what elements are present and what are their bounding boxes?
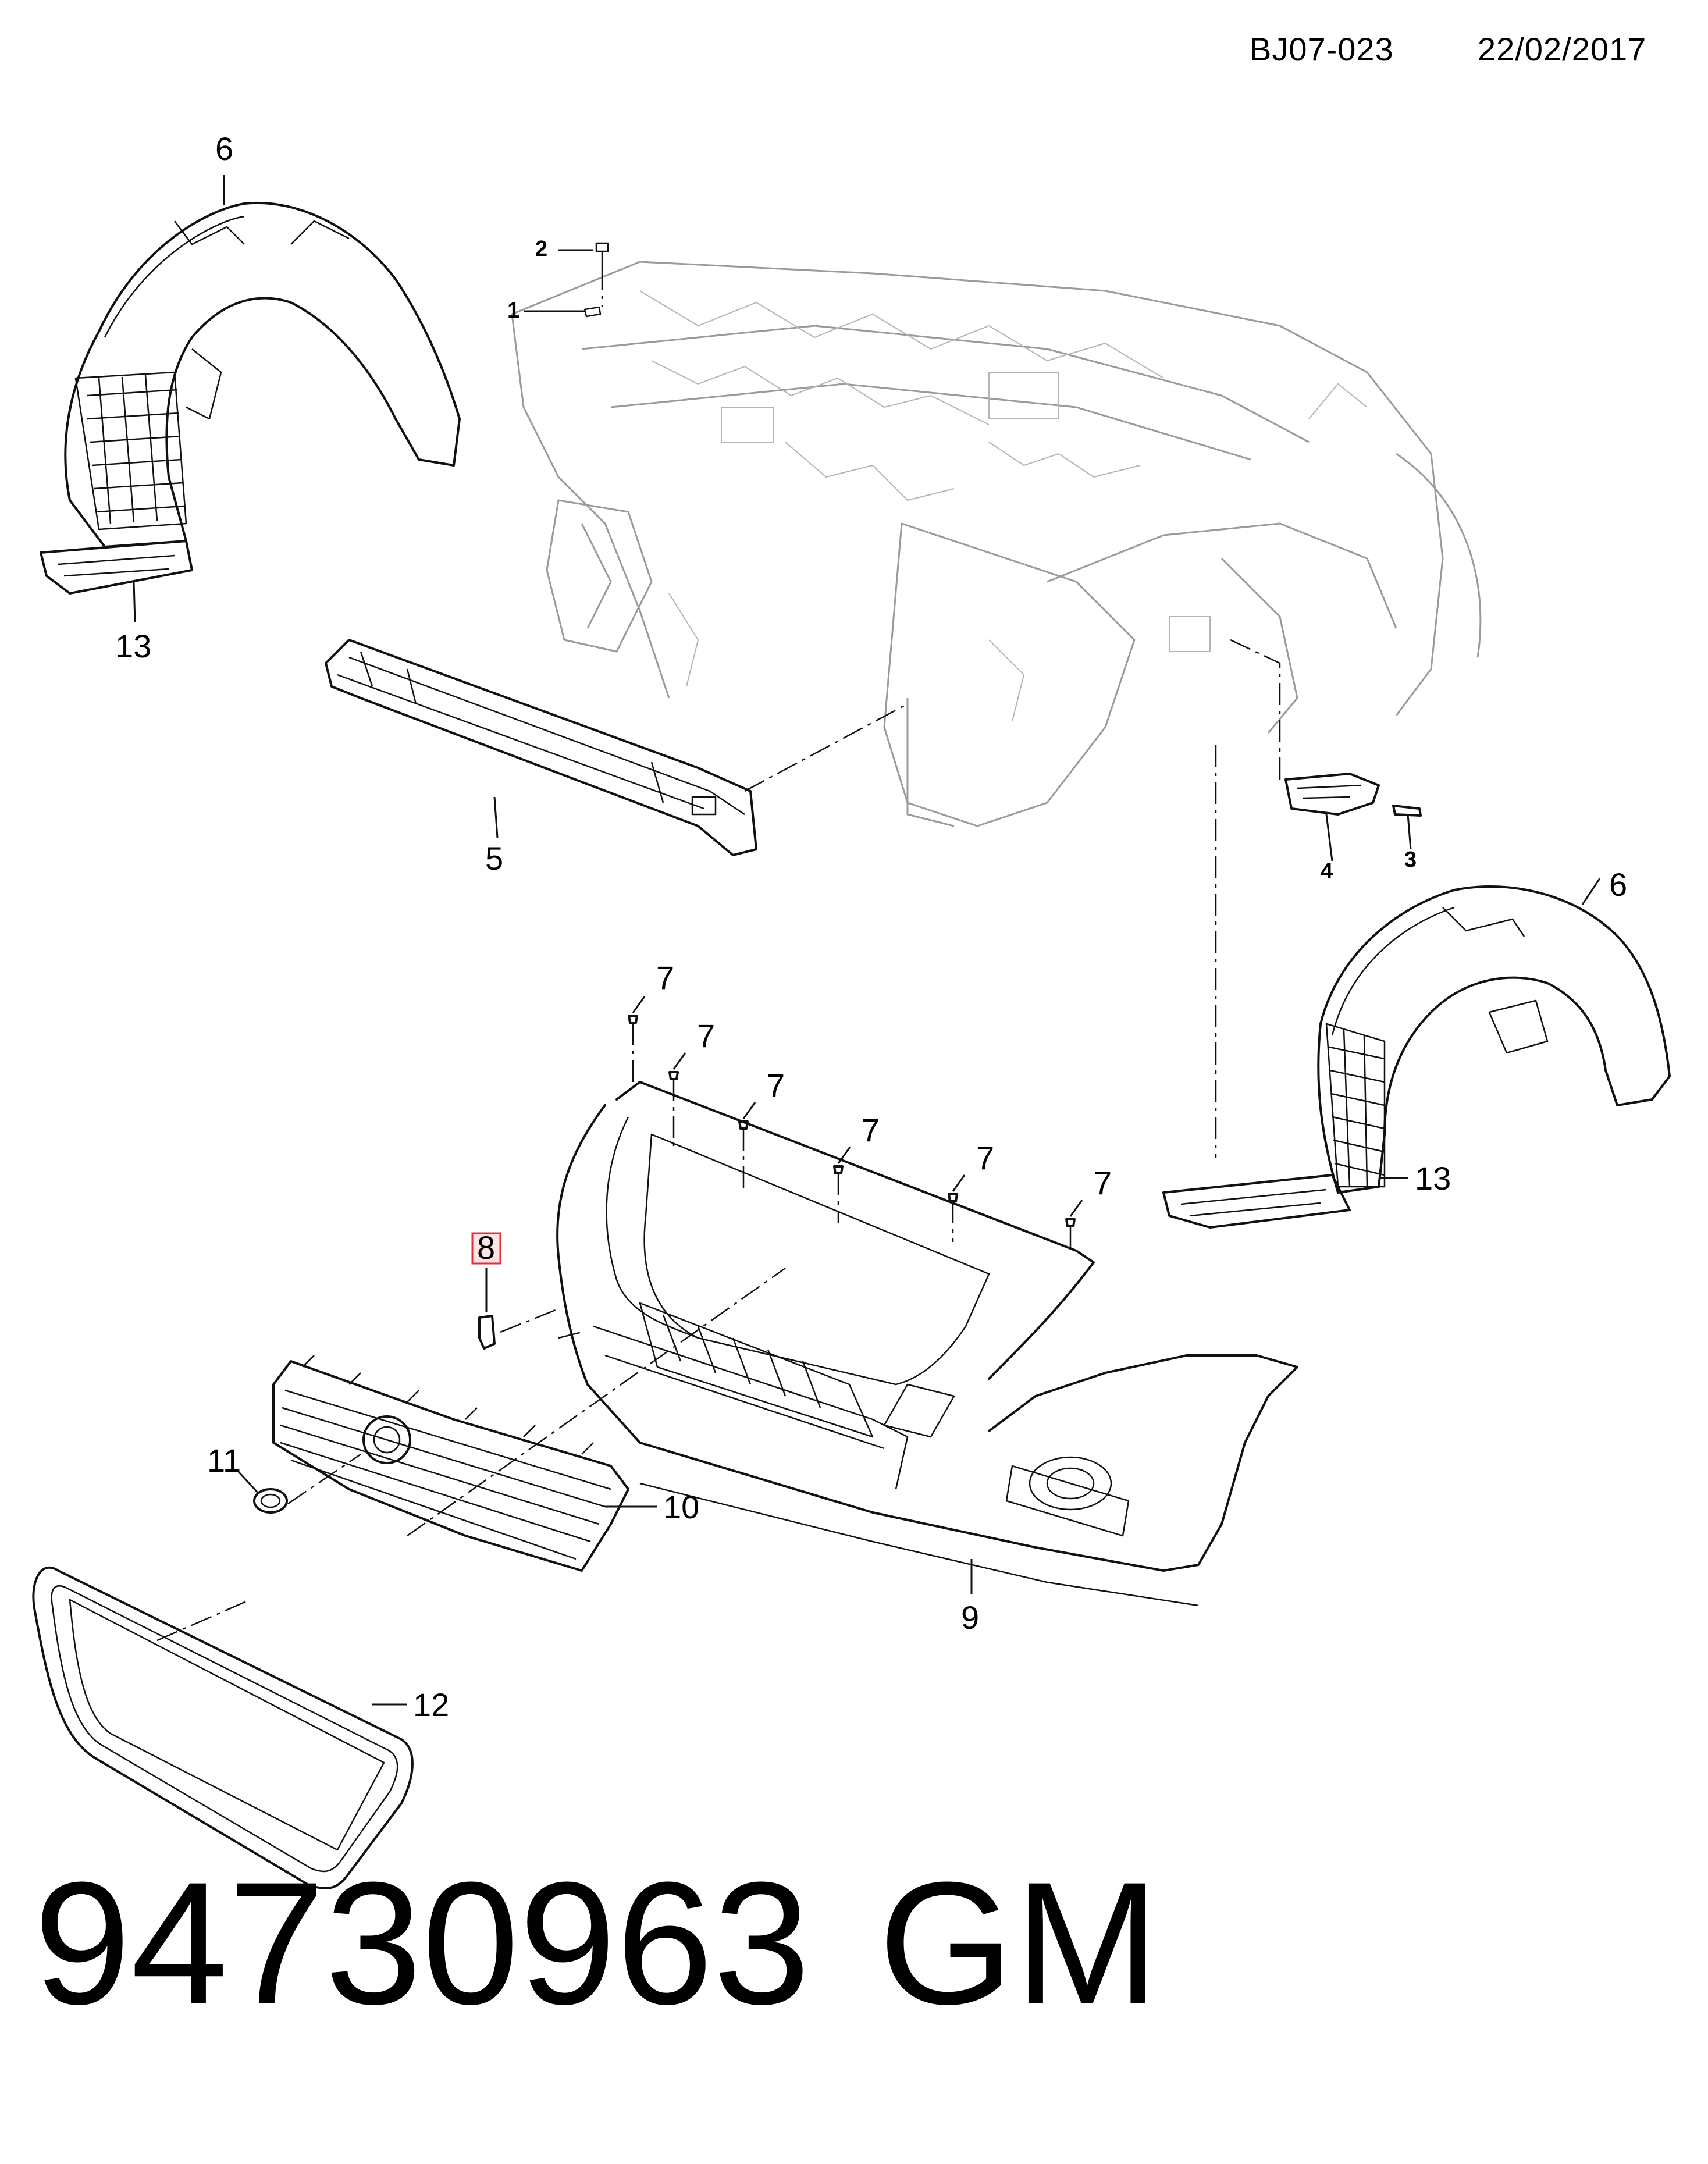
callout-labels: 2 1 3 4 5 6 6 7 7 7 7 7 7 8 9 10 11 12 1… [115, 130, 1627, 1723]
diagram-date: 22/02/2017 [1478, 31, 1647, 67]
callout-7: 7 [656, 959, 674, 996]
callout-11: 11 [207, 1442, 241, 1479]
callout-6-right: 6 [1609, 866, 1627, 903]
callout-8-highlight [471, 1232, 501, 1265]
callout-3: 3 [1404, 848, 1417, 872]
part-1-2-fasteners [524, 242, 609, 318]
part-10-grille [272, 1355, 657, 1572]
brand-name: GM [878, 1845, 1160, 2041]
part-6-13-right-wheel-liner [1162, 745, 1671, 1229]
callout-7: 7 [767, 1067, 785, 1104]
callout-2: 2 [535, 237, 547, 261]
callout-7: 7 [976, 1140, 994, 1176]
part-3-4-bracket [1230, 639, 1422, 862]
callout-7: 7 [697, 1017, 715, 1054]
callout-5: 5 [485, 840, 503, 877]
callout-7: 7 [862, 1112, 880, 1148]
part-number: 94730963 [34, 1845, 810, 2041]
callout-4: 4 [1321, 859, 1333, 884]
part-6-13-left-wheel-liner [40, 175, 461, 623]
part-8-clip [478, 1268, 559, 1350]
part-9-bumper-fascia [407, 1081, 1298, 1607]
callout-8: 8 [477, 1229, 495, 1266]
callout-7: 7 [1094, 1165, 1112, 1201]
part-12-grille-surround [32, 1566, 414, 1889]
callout-1: 1 [507, 298, 519, 323]
callout-9: 9 [961, 1599, 979, 1636]
callout-13-left: 13 [115, 628, 151, 664]
part-5-impact-bar [325, 639, 908, 856]
part-11-emblem [237, 1453, 361, 1514]
callout-13-right: 13 [1415, 1160, 1451, 1197]
callout-12: 12 [413, 1686, 449, 1723]
front-body-structure [511, 261, 1482, 827]
callout-10: 10 [663, 1489, 699, 1525]
callout-6-left: 6 [215, 130, 233, 167]
diagram-code: BJ07-023 [1250, 31, 1394, 67]
